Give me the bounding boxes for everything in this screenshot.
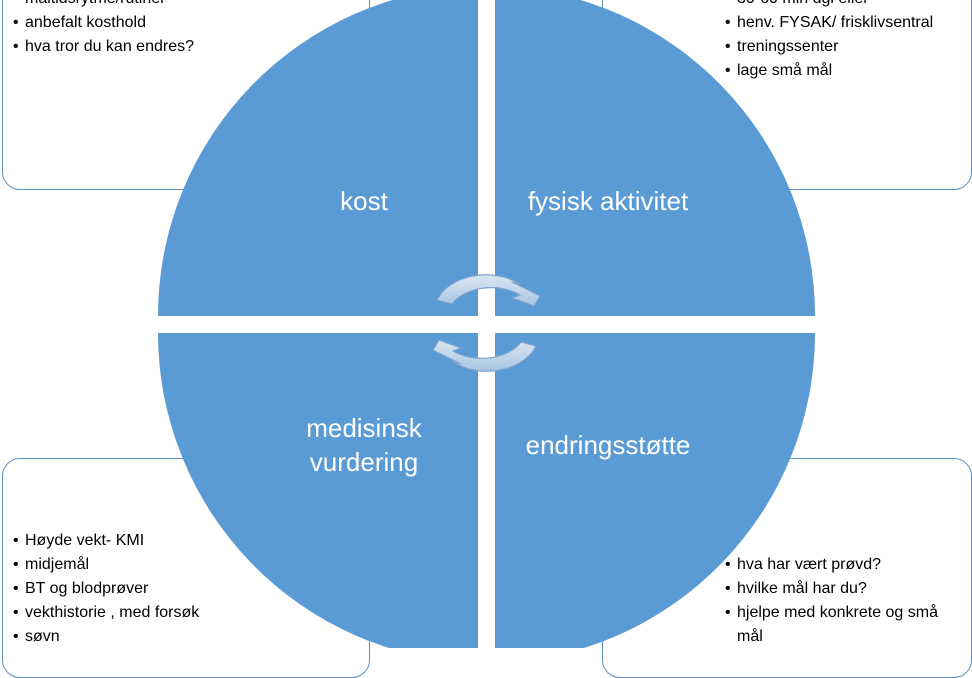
list-item: treningssenter (725, 35, 933, 59)
medisinsk-vurdering-list: Høyde vekt- KMI midjemål BT og blodprøve… (13, 529, 199, 649)
quadrant-endringsstotte (495, 333, 815, 648)
list-item: hvilke mål har du? (725, 577, 957, 601)
list-item: måltidsrytme/rutiner (13, 0, 194, 11)
endringsstotte-list: hva har vært prøvd? hvilke mål har du? h… (725, 553, 957, 649)
list-item: Høyde vekt- KMI (13, 529, 199, 553)
cycle-arrow-bottom-icon (432, 339, 537, 372)
cycle-diagram: kost fysisk aktivitet medisinsk vurderin… (158, 0, 815, 648)
quadrant-title-fysisk-aktivitet: fysisk aktivitet (528, 186, 689, 216)
list-item: hva tror du kan endres? (13, 35, 194, 59)
list-item: henv. FYSAK/ frisklivsentral (725, 11, 933, 35)
list-item: 30-60 min dgl eller (725, 0, 933, 11)
list-item: BT og blodprøver (13, 577, 199, 601)
quadrant-fysisk-aktivitet (495, 0, 815, 316)
list-item: anbefalt kosthold (13, 11, 194, 35)
list-item: søvn (13, 625, 199, 649)
cycle-arrow-top-icon (436, 274, 541, 307)
list-item: lage små mål (725, 59, 933, 83)
fysisk-aktivitet-list: 30-60 min dgl eller henv. FYSAK/ friskli… (725, 0, 933, 83)
list-item: hjelpe med konkrete og små mål (725, 601, 957, 649)
list-item: vekthistorie , med forsøk (13, 601, 199, 625)
list-item: midjemål (13, 553, 199, 577)
quadrant-title-endringsstotte: endringsstøtte (526, 430, 691, 460)
quadrant-kost (158, 0, 478, 316)
list-item: hva har vært prøvd? (725, 553, 957, 577)
quadrant-title-medisinsk: medisinsk (306, 413, 423, 443)
quadrant-title-vurdering: vurdering (310, 447, 418, 477)
quadrant-medisinsk-vurdering (158, 333, 478, 648)
kost-list: måltidsrytme/rutiner anbefalt kosthold h… (13, 0, 194, 59)
quadrant-title-kost: kost (340, 186, 388, 216)
